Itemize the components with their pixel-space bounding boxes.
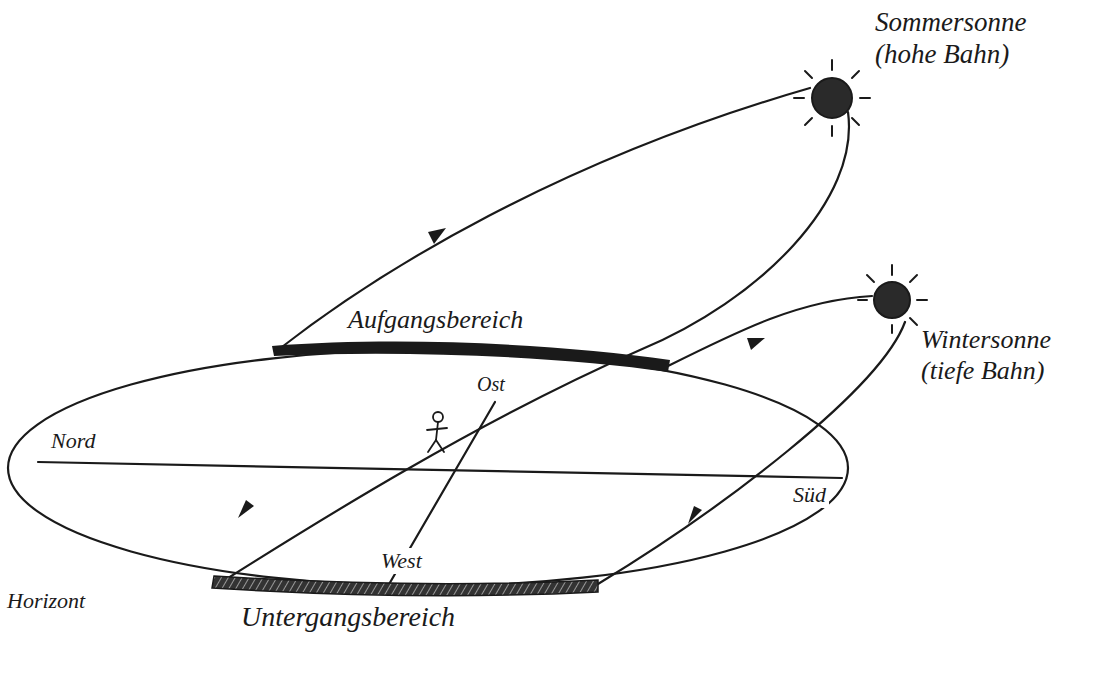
summer-set-path [225,112,849,580]
sunset-band [212,576,598,595]
sun-label: Sommersonne (hohe Bahn) [872,6,1068,71]
horizon-label: Horizont [4,588,88,614]
direction-label: West [378,548,425,574]
direction-label: Süd [790,482,829,508]
direction-label: Ost [474,372,508,396]
arrowhead [428,228,446,244]
sun-label: Wintersonne (tiefe Bahn) [918,324,1092,386]
summer-sun [794,60,870,136]
observer-figure [427,412,447,452]
summer-rise-path [278,88,810,350]
region-label: Untergangsbereich [238,600,458,634]
winter-rise-path [668,296,872,366]
arrowhead [688,506,702,524]
north-south-line [38,462,842,478]
direction-label: Nord [48,428,98,454]
arrowhead [238,500,254,518]
sunrise-band [272,342,670,372]
arrowhead [747,338,765,350]
winter-sun [858,265,927,333]
horizon-ellipse [8,350,848,586]
region-label: Aufgangsbereich [345,304,526,335]
